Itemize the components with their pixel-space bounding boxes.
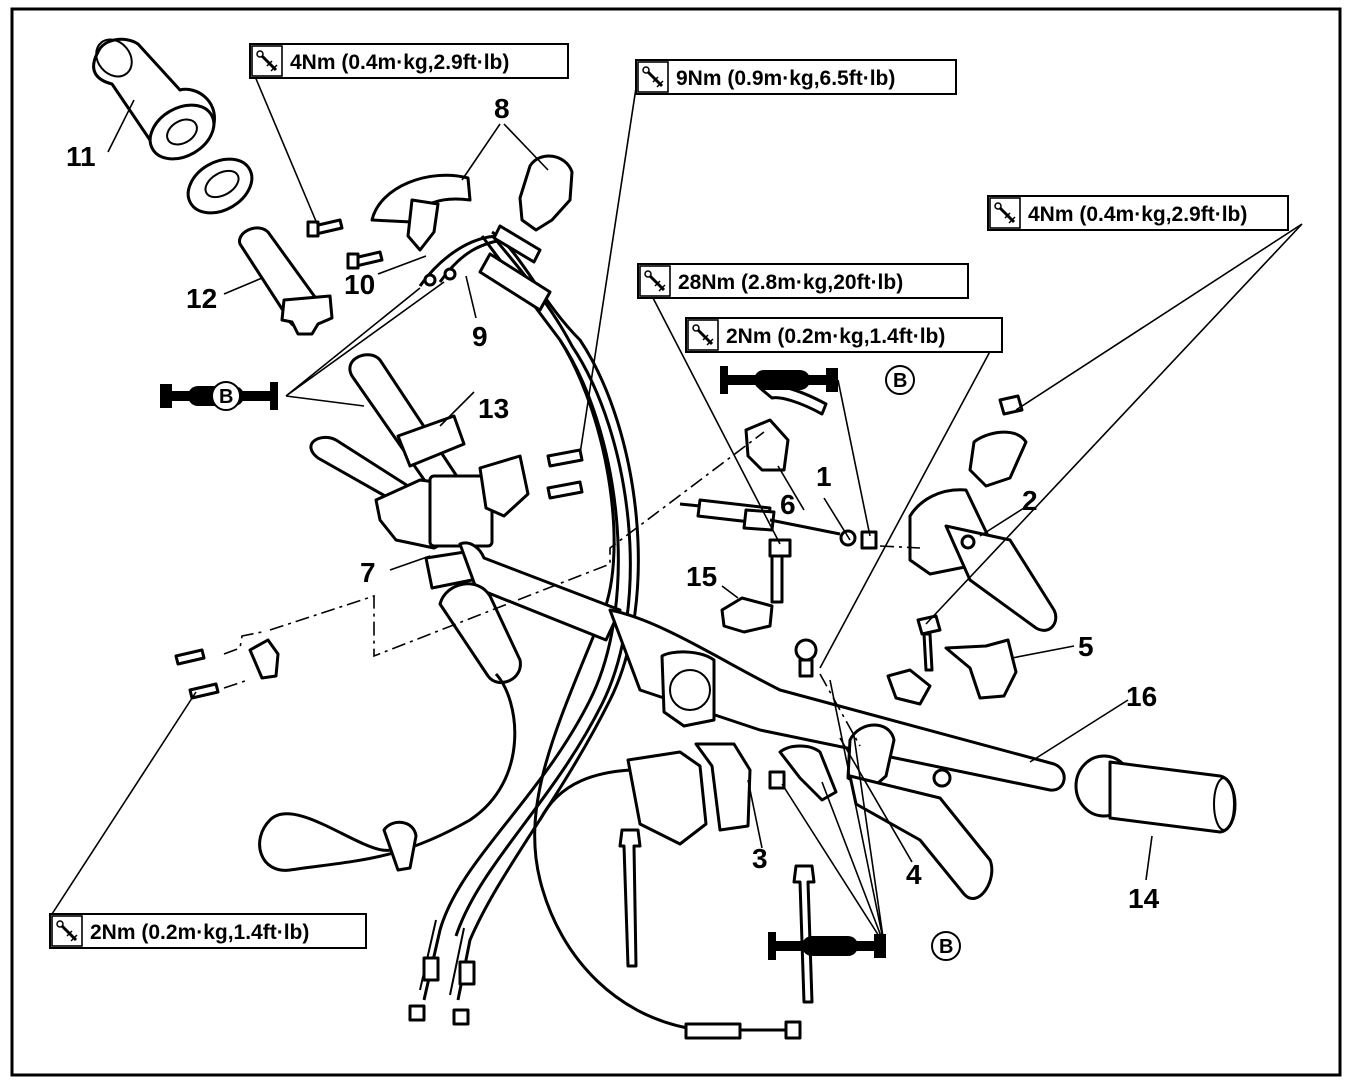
torque-spec-3: 4Nm (0.4m·kg,2.9ft·lb) <box>987 195 1289 231</box>
grease-label: B <box>939 936 953 958</box>
part-label-6: 6 <box>780 489 796 520</box>
cable-ties <box>618 828 816 1004</box>
clutch-cable-adjuster <box>679 498 878 550</box>
diagram-border <box>10 7 1342 1077</box>
part-label-14: 14 <box>1128 883 1160 914</box>
part-label-13: 13 <box>478 393 509 424</box>
right-brake-lever <box>778 638 994 900</box>
grease-label: B <box>219 386 233 408</box>
clutch-perch-clamp <box>744 383 828 472</box>
torque-spec-text: 9Nm (0.9m·kg,6.5ft·lb) <box>676 67 895 90</box>
perch-bolt-and-clamp <box>720 538 792 634</box>
part-label-9: 9 <box>472 321 488 352</box>
grease-symbol-left: B <box>160 381 278 411</box>
torque-wrench-icon <box>686 318 720 352</box>
torque-wrench-icon <box>250 44 284 78</box>
throttle-cables <box>408 224 640 1026</box>
torque-spec-6: 2Nm (0.2m·kg,1.4ft·lb) <box>49 913 367 949</box>
grease-symbol-top-right: B <box>720 365 915 395</box>
torque-wrench-icon <box>50 914 84 948</box>
torque-spec-text: 2Nm (0.2m·kg,1.4ft·lb) <box>90 921 309 944</box>
part-label-2: 2 <box>1022 485 1038 516</box>
torque-spec-text: 4Nm (0.4m·kg,2.9ft·lb) <box>1028 203 1247 226</box>
throttle-grip-tube <box>238 226 334 336</box>
part-label-8: 8 <box>494 93 510 124</box>
torque-wrench-icon <box>636 60 670 94</box>
part-label-16: 16 <box>1126 681 1157 712</box>
grip-washer <box>186 157 254 215</box>
part-labels: 11 8 12 10 9 13 7 6 1 2 15 5 16 3 4 14 <box>66 93 1160 914</box>
hot-start-housing <box>538 742 786 846</box>
clutch-lever-assembly <box>908 394 1058 632</box>
grease-gun-icon <box>768 932 886 960</box>
torque-spec-text: 4Nm (0.4m·kg,2.9ft·lb) <box>290 51 509 74</box>
torque-spec-5: 2Nm (0.2m·kg,1.4ft·lb) <box>685 317 1003 353</box>
throttle-housing <box>370 154 574 252</box>
front-brake-assembly <box>309 435 584 590</box>
clutch-cable <box>533 339 802 1040</box>
leader-lines <box>51 73 1303 945</box>
part-label-1: 1 <box>816 461 832 492</box>
cable-bracket <box>660 650 716 728</box>
torque-wrench-icon <box>988 196 1022 230</box>
torque-spec-text: 2Nm (0.2m·kg,1.4ft·lb) <box>726 325 945 348</box>
parts-artwork <box>92 37 1237 1040</box>
torque-wrench-icon <box>638 264 672 298</box>
torque-spec-4: 28Nm (2.8m·kg,20ft·lb) <box>637 263 969 299</box>
housing-screws <box>306 218 384 270</box>
part-label-10: 10 <box>344 269 375 300</box>
part-label-3: 3 <box>752 843 768 874</box>
part-label-12: 12 <box>186 283 217 314</box>
grease-gun-icon <box>720 366 838 394</box>
torque-spec-text: 28Nm (2.8m·kg,20ft·lb) <box>678 271 903 294</box>
grease-label: B <box>893 370 907 392</box>
grease-symbol-bottom-right: B <box>768 931 961 961</box>
part-label-7: 7 <box>360 557 376 588</box>
hot-start-lever <box>886 614 1018 706</box>
part-label-4: 4 <box>906 859 922 890</box>
right-handlebar <box>608 608 1237 834</box>
left-grip <box>92 37 216 161</box>
left-handlebar <box>258 541 622 872</box>
left-clamp-screws <box>174 638 280 700</box>
part-label-15: 15 <box>686 561 717 592</box>
part-label-5: 5 <box>1078 631 1094 662</box>
torque-spec-1: 4Nm (0.4m·kg,2.9ft·lb) <box>249 43 569 79</box>
torque-spec-2: 9Nm (0.9m·kg,6.5ft·lb) <box>635 59 957 95</box>
part-label-11: 11 <box>66 141 96 172</box>
